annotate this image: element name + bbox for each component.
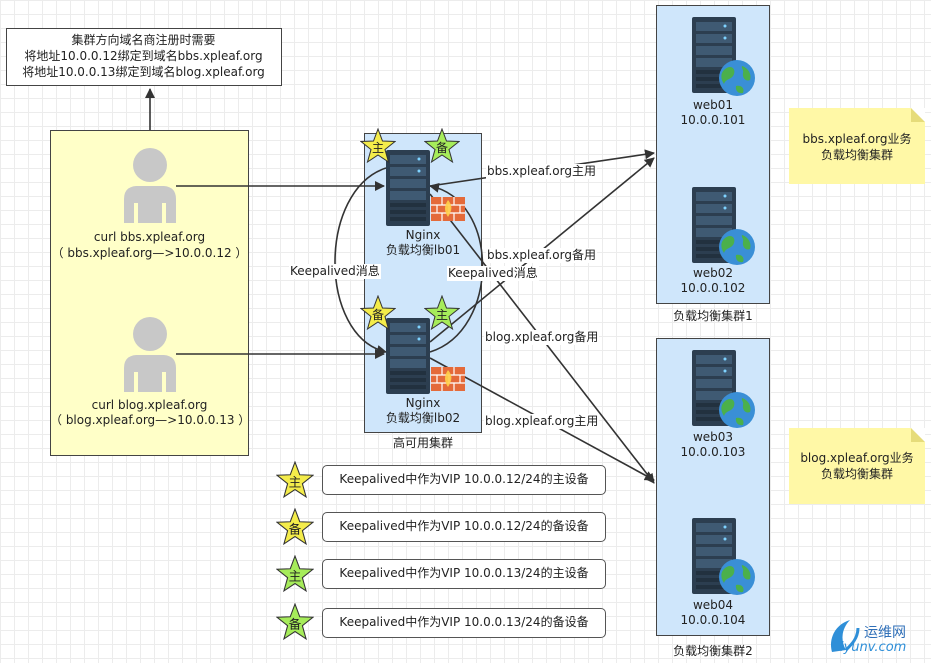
- web02-ip: 10.0.0.102: [680, 281, 746, 295]
- web-cluster1-caption: 负载均衡集群1: [673, 309, 753, 323]
- watermark-title: 运维网: [864, 625, 906, 641]
- lb01-star2-text: 备: [436, 141, 448, 155]
- star-icon: 主: [360, 128, 396, 164]
- globe-icon: [719, 229, 755, 265]
- lb01-star1-text: 主: [372, 141, 384, 155]
- lb02-role: 负载均衡lb02: [385, 411, 461, 425]
- bbs-note-line-2: 负载均衡集群: [820, 148, 893, 162]
- legend3-star-text: 主: [289, 568, 302, 583]
- star-icon: 备: [424, 128, 460, 164]
- legend-item-2: Keepalived中作为VIP 10.0.0.12/24的备设备: [322, 512, 606, 542]
- legend-item-4: Keepalived中作为VIP 10.0.0.13/24的备设备: [322, 608, 606, 638]
- blog-note-line-2: 负载均衡集群: [820, 467, 893, 481]
- client-panel: [50, 130, 249, 456]
- star-icon: 主: [276, 461, 314, 499]
- note-line-2: 将地址10.0.0.12绑定到域名bbs.xpleaf.org: [24, 49, 263, 63]
- legend1-star-text: 主: [289, 474, 302, 489]
- legend2-star-text: 备: [289, 521, 302, 536]
- server-icon: [386, 318, 430, 394]
- bbs-primary-label: bbs.xpleaf.org主用: [486, 164, 597, 179]
- blog-primary-label: blog.xpleaf.org主用: [484, 414, 600, 429]
- star-icon: 备: [360, 295, 396, 331]
- web01-name: web01: [692, 98, 734, 112]
- keepalived-label-right: Keepalived消息: [447, 266, 539, 281]
- note-line-3: 将地址10.0.0.13绑定到域名blog.xpleaf.org: [22, 65, 265, 79]
- user-icon: [124, 148, 176, 223]
- lb-cluster-caption: 高可用集群: [392, 436, 453, 450]
- web01-ip: 10.0.0.101: [680, 113, 746, 127]
- bbs-note-line-1: bbs.xpleaf.org业务: [802, 132, 912, 146]
- client1-label: curl bbs.xpleaf.org: [93, 230, 206, 244]
- star-icon: 主: [424, 295, 460, 331]
- note-line-1: 集群方向域名商注册时需要: [71, 33, 216, 47]
- bbs-business-note: bbs.xpleaf.org业务 负载均衡集群: [789, 108, 925, 184]
- web-cluster2-caption: 负载均衡集群2: [673, 644, 753, 658]
- domain-registration-note: 集群方向域名商注册时需要 将地址10.0.0.12绑定到域名bbs.xpleaf…: [6, 28, 282, 86]
- keepalived-left-curve: [334, 167, 387, 355]
- client1-mapping: （ bbs.xpleaf.org—>10.0.0.12 ）: [51, 246, 248, 260]
- web04-name: web04: [692, 598, 734, 612]
- client2-mapping: （ blog.xpleaf.org—>10.0.0.13 ）: [50, 413, 251, 427]
- blog-backup-label: blog.xpleaf.org备用: [484, 330, 600, 345]
- lb01-name: Nginx: [405, 228, 441, 242]
- star-icon: 备: [276, 508, 314, 546]
- server-icon: [386, 150, 430, 226]
- blog-business-note: blog.xpleaf.org业务 负载均衡集群: [789, 428, 925, 504]
- lb02-star1-text: 备: [372, 308, 384, 322]
- star-icon: 主: [276, 555, 314, 593]
- watermark-url: iyunv.com: [840, 640, 907, 655]
- legend-item-3: Keepalived中作为VIP 10.0.0.13/24的主设备: [322, 559, 606, 589]
- web03-name: web03: [692, 430, 734, 444]
- lb02-name: Nginx: [405, 396, 441, 410]
- globe-icon: [719, 392, 755, 428]
- globe-icon: [719, 60, 755, 96]
- globe-icon: [719, 559, 755, 595]
- bbs-backup-label: bbs.xpleaf.org备用: [486, 248, 597, 263]
- watermark-logo-icon: [830, 620, 860, 652]
- firewall-icon: [431, 367, 465, 391]
- keepalived-label-left: Keepalived消息: [289, 264, 381, 279]
- legend-item-1: Keepalived中作为VIP 10.0.0.12/24的主设备: [322, 465, 606, 495]
- web03-ip: 10.0.0.103: [680, 445, 746, 459]
- blog-note-line-1: blog.xpleaf.org业务: [800, 451, 914, 465]
- web04-ip: 10.0.0.104: [680, 613, 746, 627]
- firewall-icon: [431, 197, 465, 221]
- lb01-role: 负载均衡lb01: [385, 243, 461, 257]
- legend4-star-text: 备: [289, 616, 302, 631]
- web02-name: web02: [692, 266, 734, 280]
- user-icon: [124, 317, 176, 392]
- lb02-star2-text: 主: [436, 308, 448, 322]
- client2-label: curl blog.xpleaf.org: [91, 398, 208, 412]
- star-icon: 备: [276, 603, 314, 641]
